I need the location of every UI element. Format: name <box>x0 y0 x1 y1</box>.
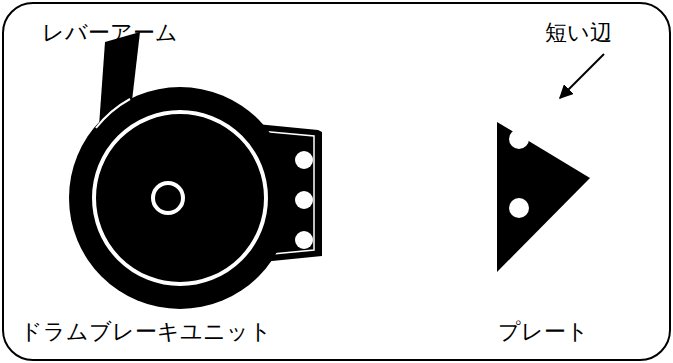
frame <box>3 3 670 360</box>
plate-hole <box>509 129 529 149</box>
part-label: 短い辺 <box>545 21 612 45</box>
part-label: レバーアーム <box>42 21 178 45</box>
plate <box>497 122 590 272</box>
bolt-hole <box>295 231 313 249</box>
plate-hole <box>509 198 529 218</box>
plate-triangle <box>497 122 590 272</box>
lever-gap <box>96 99 130 128</box>
bolt-hole <box>295 191 313 209</box>
drum-brake-unit <box>69 32 322 309</box>
drum-ring <box>94 112 266 284</box>
drum <box>69 87 291 309</box>
leader-arrow <box>560 54 604 98</box>
part-label: ドラムブレーキユニット <box>20 320 272 344</box>
bolt-hole <box>295 151 313 169</box>
hub <box>153 183 183 213</box>
part-label: プレート <box>498 320 589 344</box>
